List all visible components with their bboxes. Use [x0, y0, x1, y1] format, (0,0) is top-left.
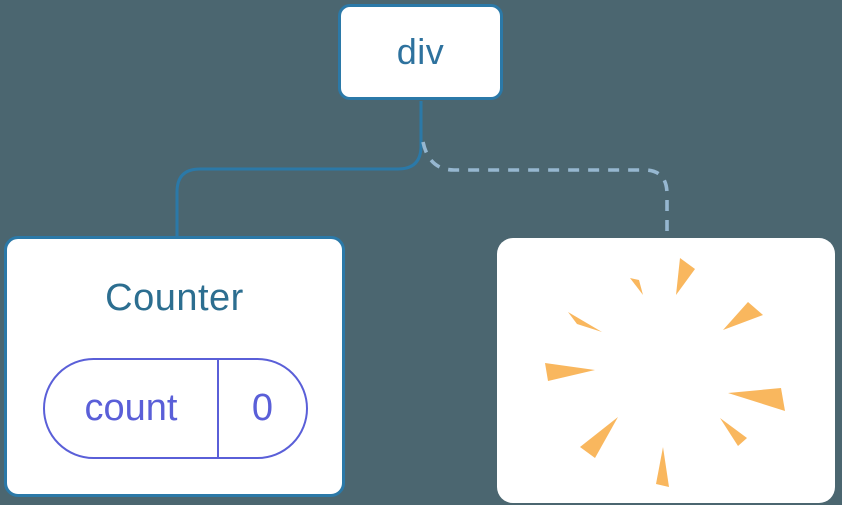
- state-name-label: count: [45, 360, 219, 457]
- poof-sparkle-rays: [545, 258, 785, 487]
- poof-sparkle-icon: [545, 258, 785, 487]
- removed-component-card: [497, 238, 835, 503]
- state-pill: count 0: [43, 358, 308, 459]
- counter-card: Counter count 0: [4, 236, 345, 497]
- connector-solid-line: [175, 101, 423, 237]
- root-node-div: div: [338, 4, 503, 100]
- root-node-label: div: [396, 31, 445, 72]
- state-value-label: 0: [251, 387, 274, 429]
- counter-card-title: Counter: [105, 277, 244, 319]
- connector-dashed-line: [421, 141, 669, 238]
